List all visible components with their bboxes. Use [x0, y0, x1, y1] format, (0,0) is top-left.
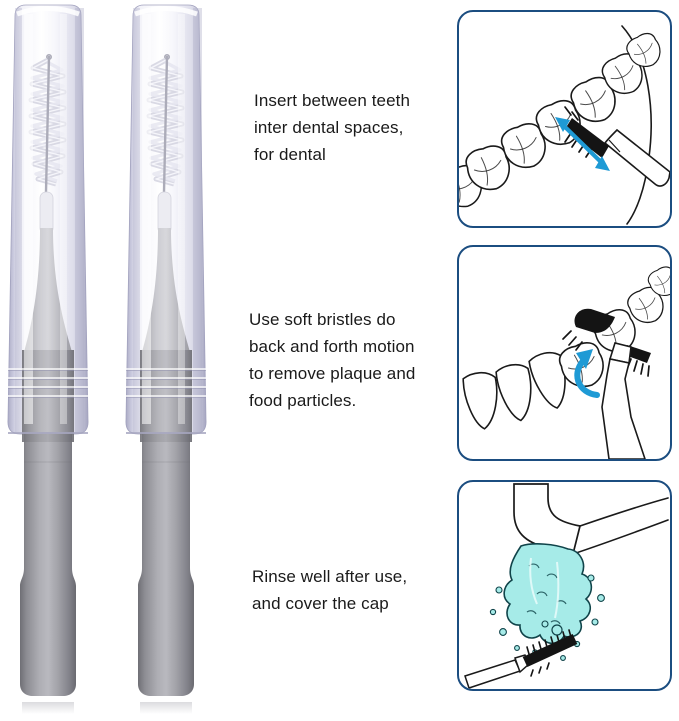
step-1-illustration-panel: [457, 10, 672, 228]
step-3-line-2: and cover the cap: [252, 594, 389, 613]
step-1-line-2: inter dental spaces,: [254, 118, 404, 137]
interdental-brush-1: [0, 0, 96, 715]
water-droplets-icon: [489, 574, 605, 661]
teeth-row: [461, 263, 670, 432]
step-1-text: Insert between teeth inter dental spaces…: [254, 87, 449, 168]
step-1-line-1: Insert between teeth: [254, 91, 411, 110]
interdental-brush-2: [118, 0, 214, 715]
water-stream-icon: [503, 543, 593, 645]
interdental-brush-icon: [562, 308, 651, 459]
insert-between-teeth-illustration: [459, 25, 670, 225]
step-2-line-1: Use soft bristles do: [249, 310, 396, 329]
step-3-text: Rinse well after use, and cover the cap: [252, 563, 457, 617]
step-2-illustration-panel: [457, 245, 672, 461]
step-3-line-1: Rinse well after use,: [252, 567, 408, 586]
step-2-line-3: to remove plaque and: [249, 364, 416, 383]
rinse-under-faucet-illustration: [464, 483, 669, 689]
faucet-icon: [513, 483, 669, 556]
step-3-illustration-panel: [457, 480, 672, 691]
back-and-forth-motion-illustration: [461, 263, 670, 459]
step-2-line-2: back and forth motion: [249, 337, 415, 356]
step-2-text: Use soft bristles do back and forth moti…: [249, 306, 459, 414]
step-2-line-4: food particles.: [249, 391, 357, 410]
interdental-brush-icon: [564, 106, 670, 187]
interdental-brush-icon: [464, 620, 578, 689]
step-1-line-3: for dental: [254, 145, 326, 164]
rotation-arrow-icon: [574, 349, 600, 398]
insertion-direction-arrow-icon: [555, 117, 610, 171]
